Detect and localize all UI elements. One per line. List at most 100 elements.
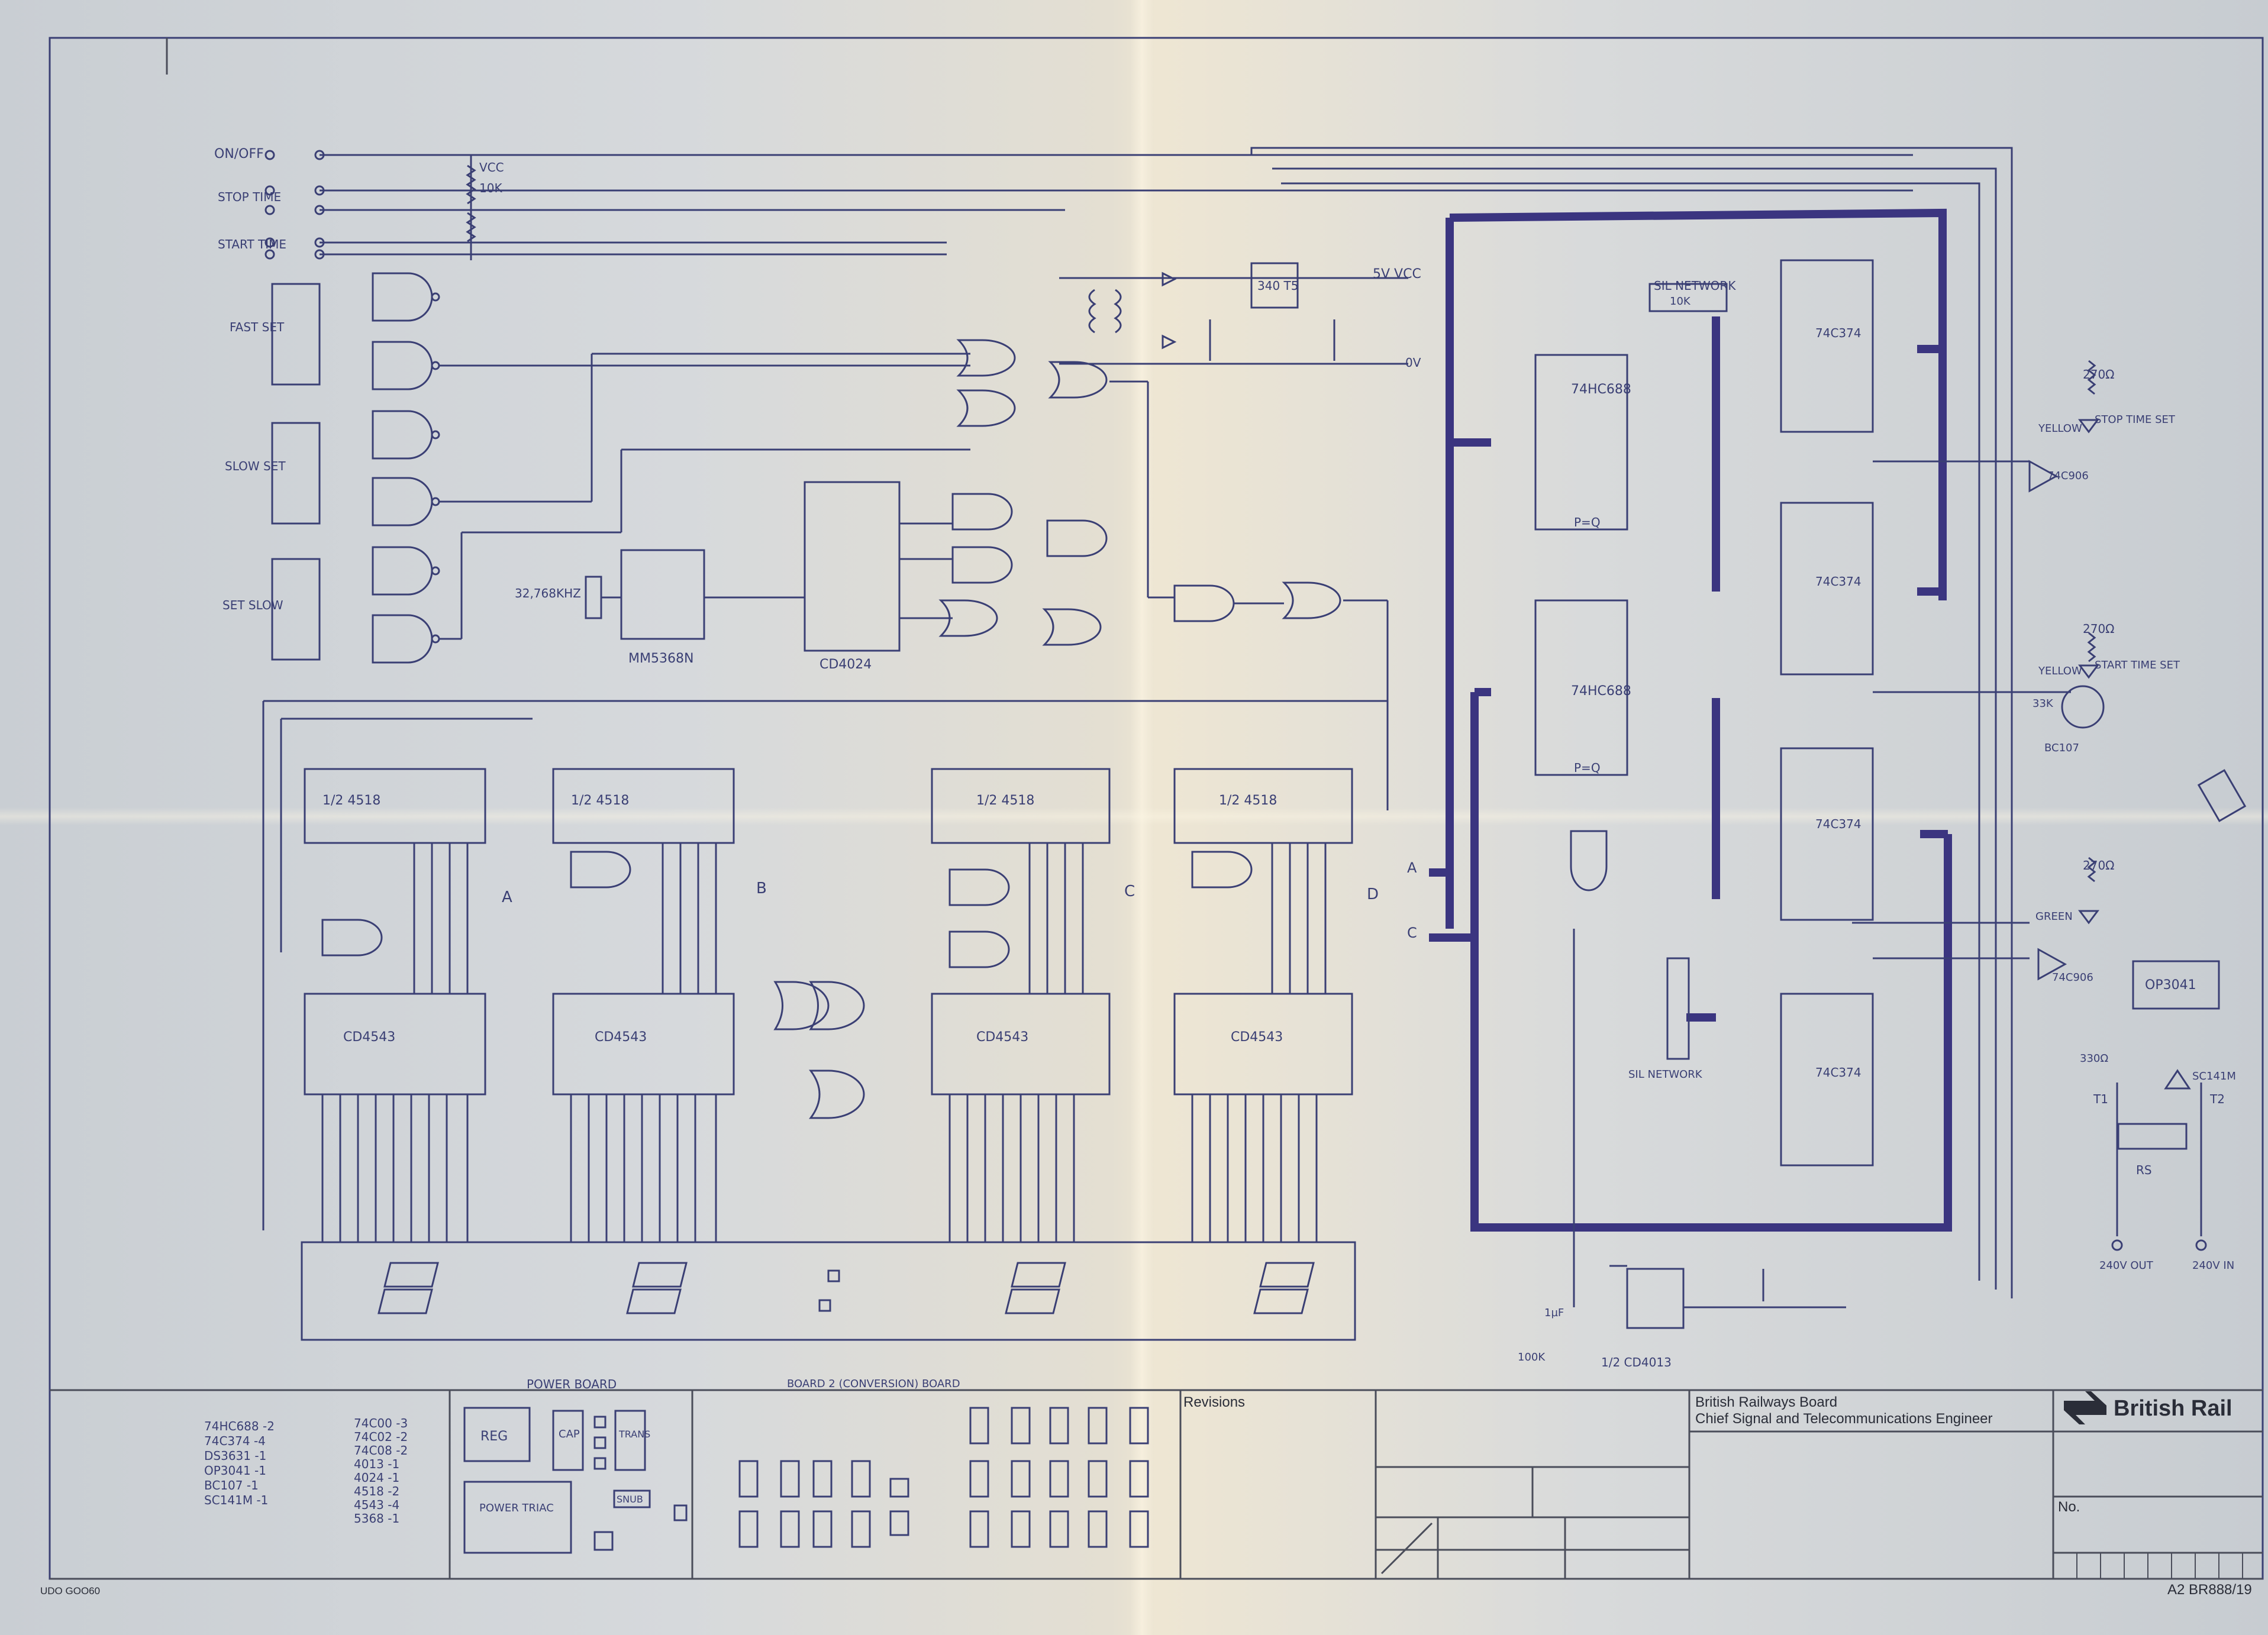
regulator-label: 340 T5 <box>1257 279 1298 293</box>
res-330-label: 330Ω <box>2080 1052 2108 1065</box>
start-time-label: START TIME <box>218 237 286 251</box>
rs-label: RS <box>2136 1163 2152 1177</box>
240v-out-label: 240V OUT <box>2099 1259 2154 1272</box>
fast-set-label: FAST SET <box>230 320 285 334</box>
counter-chip <box>804 481 953 652</box>
dec3-label: CD4543 <box>976 1030 1028 1045</box>
snub-label: SNUB <box>617 1494 643 1505</box>
stop-time-set-label: STOP TIME SET <box>2095 413 2176 426</box>
240v-in-label: 240V IN <box>2192 1259 2234 1272</box>
parts-list-2: 74C00 -3 74C02 -2 74C08 -2 4013 -1 4024 … <box>354 1416 408 1526</box>
u2-label: 74HC688 <box>1571 684 1631 699</box>
osc-chip-label: MM5368N <box>628 651 693 666</box>
decoder-row <box>304 981 1353 1119</box>
crystal-label: 32,768KHZ <box>515 586 581 600</box>
transistor-label: BC107 <box>2044 742 2079 754</box>
part-item: 4013 -1 <box>354 1457 399 1471</box>
res-10k-label-a: 10K <box>479 181 502 195</box>
flipflop-label: 1/2 CD4013 <box>1601 1355 1672 1369</box>
trans-label: TRANS <box>618 1429 650 1440</box>
power-supply <box>1059 262 1408 365</box>
sil-network-top-label: SIL NETWORK <box>1654 279 1736 293</box>
part-item: 74C374 -4 <box>204 1434 266 1448</box>
res-100k-label: 100K <box>1518 1351 1546 1363</box>
bus-wiring <box>321 843 1327 1242</box>
gate-cluster-top <box>938 339 1389 810</box>
part-item: 74C00 -3 <box>354 1416 408 1430</box>
revisions-label: Revisions <box>1183 1394 1245 1410</box>
right-bus-a: A <box>1407 859 1417 876</box>
bcd1-label: 1/2 4518 <box>322 793 380 808</box>
u6-label: 74C374 <box>1815 1065 1861 1080</box>
start-time-set-label: START TIME SET <box>2095 659 2180 671</box>
opto-label: OP3041 <box>2145 978 2196 993</box>
bus-c-label: C <box>1124 883 1135 900</box>
sil-network-bottom-label: SIL NETWORK <box>1628 1068 1703 1081</box>
org-line-2: Chief Signal and Telecommunications Engi… <box>1695 1411 1993 1427</box>
bcd3-label: 1/2 4518 <box>976 793 1034 808</box>
sheet-border <box>49 37 2264 1580</box>
bus-d-label: D <box>1367 886 1379 903</box>
p-eq-q-1: P=Q <box>1574 515 1601 529</box>
u5-label: 74C374 <box>1815 817 1861 831</box>
org-line-1: British Railways Board <box>1695 1394 1837 1410</box>
part-item: 74HC688 -2 <box>204 1419 275 1433</box>
set-slow-label: SET SLOW <box>222 598 283 612</box>
on-off-label: ON/OFF <box>214 147 264 161</box>
title-block-grid <box>449 1390 2263 1579</box>
power-board-label: POWER BOARD <box>527 1377 617 1391</box>
british-rail-logo-icon <box>2064 1391 2106 1424</box>
switch-block <box>264 150 1913 260</box>
dec2-label: CD4543 <box>595 1030 647 1045</box>
5v-vcc-label: 5V VCC <box>1373 267 1421 282</box>
sheet-number-boxes <box>2076 1553 2243 1579</box>
part-item: DS3631 -1 <box>204 1449 266 1463</box>
parts-list-1: 74HC688 -2 74C374 -4 DS3631 -1 OP3041 -1… <box>204 1419 275 1507</box>
bus-b-label: B <box>756 880 767 897</box>
bcd4-label: 1/2 4518 <box>1219 793 1277 808</box>
yellow-led-1: YELLOW <box>2038 422 2082 435</box>
bus-a-label: A <box>502 888 512 906</box>
fold-crease-horizontal <box>0 807 2268 825</box>
marker-outline-box <box>1429 208 1952 1232</box>
0v-label-psu: 0V <box>1405 356 1421 370</box>
dec4-label: CD4543 <box>1231 1030 1283 1045</box>
feedback-wiring <box>1250 147 2071 1308</box>
set-switch-group <box>271 272 970 664</box>
board2-label: BOARD 2 (CONVERSION) BOARD <box>787 1378 960 1390</box>
u3-label: 74C374 <box>1815 326 1861 340</box>
reg-label: REG <box>480 1429 508 1444</box>
res-270-low: 270Ω <box>2083 858 2114 873</box>
part-item: 74C08 -2 <box>354 1443 408 1458</box>
no-label: No. <box>2058 1499 2080 1515</box>
yellow-led-2: YELLOW <box>2038 665 2082 677</box>
british-rail-wordmark: British Rail <box>2114 1396 2232 1421</box>
u1-label: 74HC688 <box>1571 382 1631 397</box>
counter-label: CD4024 <box>820 657 872 672</box>
comparator-latch-chips <box>1534 259 1874 1329</box>
u4-label: 74C374 <box>1815 574 1861 589</box>
part-item: SC141M -1 <box>204 1493 268 1507</box>
part-item: BC107 -1 <box>204 1478 259 1492</box>
cap-label: CAP <box>559 1428 580 1440</box>
part-item: OP3041 -1 <box>204 1463 266 1478</box>
sheet-size-label: A2 BR888/19 <box>2167 1582 2252 1598</box>
t1-label: T1 <box>2093 1092 2108 1106</box>
res-270-top: 270Ω <box>2083 367 2114 382</box>
oscillator-block <box>585 549 805 640</box>
green-led: GREEN <box>2035 910 2073 923</box>
part-item: 5368 -1 <box>354 1511 399 1526</box>
p-eq-q-2: P=Q <box>1574 761 1601 775</box>
stop-time-label: STOP TIME <box>218 190 281 204</box>
power-triac-label: POWER TRIAC <box>479 1502 554 1514</box>
mon-driver-1: 74C906 <box>2047 470 2089 482</box>
sil-res-10k: 10K <box>1670 295 1691 308</box>
board-layouts <box>463 1407 1149 1554</box>
output-stage <box>2028 360 2247 1251</box>
stamp-label: UDO GOO60 <box>40 1585 100 1597</box>
dec1-label: CD4543 <box>343 1030 395 1045</box>
res-270-mid: 270Ω <box>2083 622 2114 636</box>
triac-label: SC141M <box>2192 1070 2236 1083</box>
bcd2-label: 1/2 4518 <box>571 793 629 808</box>
